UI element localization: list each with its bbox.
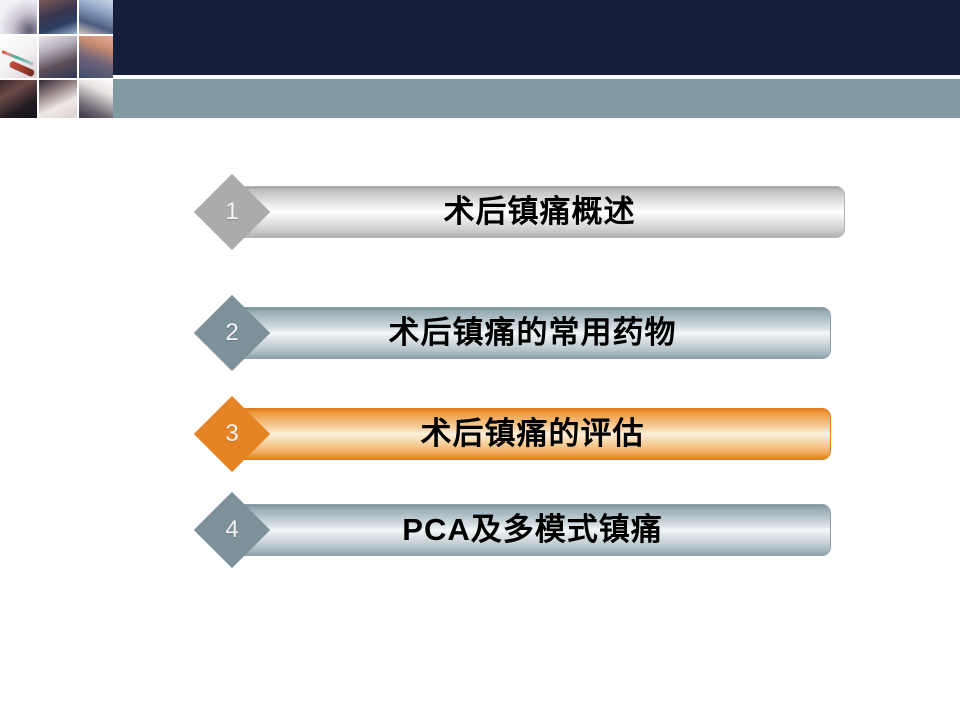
agenda-item-1[interactable]: 术后镇痛概述 1	[193, 173, 846, 251]
collage-cell-2	[39, 0, 77, 34]
agenda-label-1: 术后镇痛概述	[443, 194, 636, 229]
medical-syringe-photo-collage	[0, 0, 113, 118]
agenda-number-1: 1	[225, 198, 239, 225]
agenda-label-4: PCA及多模式镇痛	[402, 512, 663, 547]
collage-cell-7	[0, 80, 37, 118]
agenda-bar-1[interactable]	[234, 186, 845, 238]
collage-cell-8	[39, 80, 77, 118]
agenda-number-3: 3	[225, 420, 239, 447]
slide-header	[0, 0, 960, 120]
agenda-number-4: 4	[225, 516, 239, 543]
agenda-number-2: 2	[225, 319, 239, 346]
agenda-item-2[interactable]: 术后镇痛的常用药物 2	[193, 294, 832, 372]
collage-cell-1	[0, 0, 37, 34]
agenda-label-2: 术后镇痛的常用药物	[388, 315, 677, 350]
agenda-label-3: 术后镇痛的评估	[420, 416, 645, 451]
agenda-item-3[interactable]: 术后镇痛的评估 3	[193, 395, 832, 473]
gray-header-band	[0, 79, 960, 118]
agenda-diamond-3[interactable]: 3	[193, 395, 271, 473]
collage-cell-3	[79, 0, 113, 34]
agenda-item-4[interactable]: PCA及多模式镇痛 4	[193, 491, 832, 569]
collage-cell-5	[39, 36, 77, 78]
collage-cell-9	[79, 80, 113, 118]
collage-cell-6	[79, 36, 113, 78]
agenda-bar-2[interactable]	[234, 307, 831, 359]
collage-cell-4	[0, 36, 37, 78]
agenda-diamond-1[interactable]: 1	[193, 173, 271, 251]
navy-header-band	[0, 0, 960, 75]
agenda-bar-4[interactable]	[234, 504, 831, 556]
agenda-diamond-4[interactable]: 4	[193, 491, 271, 569]
agenda-diamond-2[interactable]: 2	[193, 294, 271, 372]
agenda-bar-3[interactable]	[234, 408, 831, 460]
